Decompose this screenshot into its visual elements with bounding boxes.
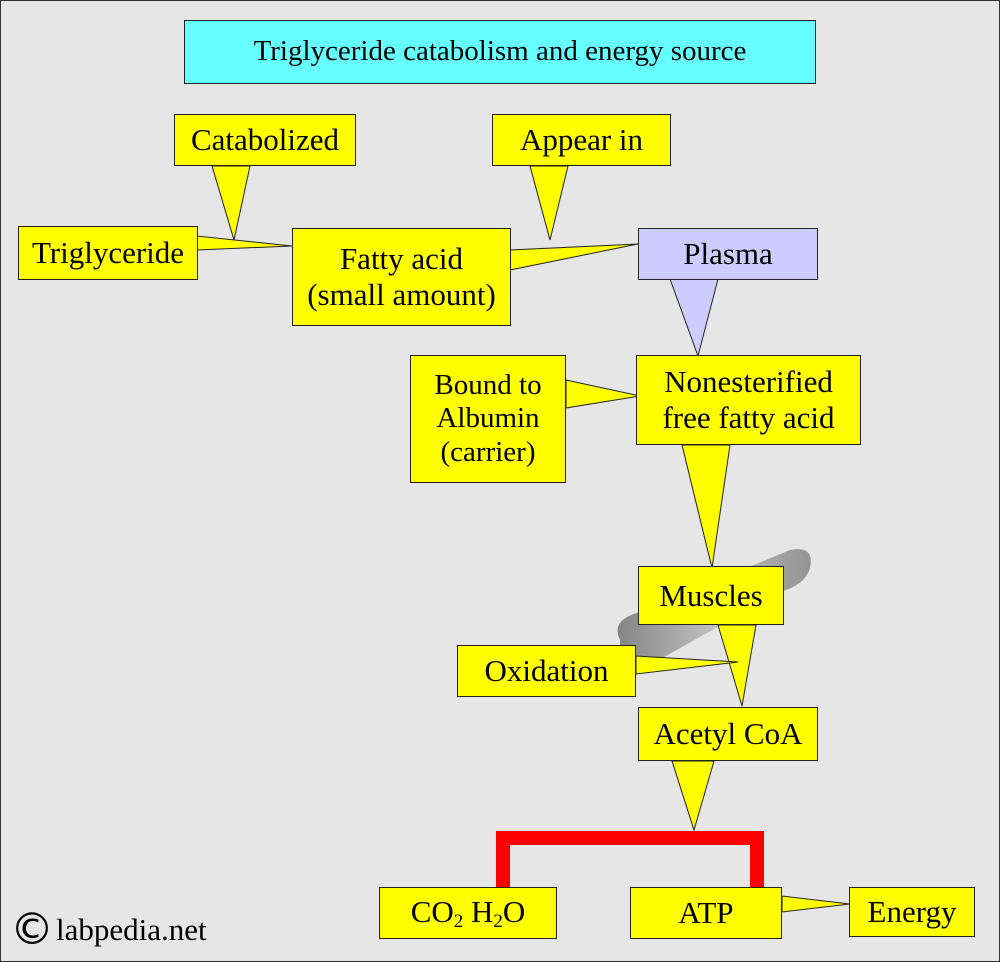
co2-text: CO <box>410 893 454 929</box>
node-fatty-acid: Fatty acid (small amount) <box>292 228 511 326</box>
fatty-acid-callout-tail <box>509 243 639 271</box>
catabolized-label: Catabolized <box>190 122 340 158</box>
co2-h2o-label: CO2 H2O <box>411 894 526 933</box>
plasma-label: Plasma <box>683 236 773 272</box>
triglyceride-callout-tail <box>196 235 293 251</box>
bound-label-line3: (carrier) <box>440 435 536 468</box>
h2o-subscript: 2 <box>493 910 503 932</box>
oxidation-callout-tail <box>635 655 739 675</box>
copyright-icon: © <box>10 904 54 955</box>
node-acetyl-coa: Acetyl CoA <box>638 707 818 761</box>
appear-in-callout-tail <box>529 165 569 241</box>
red-bracket-connector <box>496 831 764 889</box>
diagram-title: Triglyceride catabolism and energy sourc… <box>184 20 816 84</box>
node-co2-h2o: CO2 H2O <box>379 887 557 939</box>
diagram-title-text: Triglyceride catabolism and energy sourc… <box>253 35 747 68</box>
bound-callout-tail <box>565 379 641 409</box>
fatty-acid-label-line1: Fatty acid <box>339 241 464 277</box>
fatty-acid-label-line2: (small amount) <box>307 277 496 312</box>
muscles-label: Muscles <box>659 577 763 613</box>
watermark: © labpedia.net <box>10 908 207 952</box>
node-bound-to-albumin: Bound to Albumin (carrier) <box>410 355 566 483</box>
appear-in-label: Appear in <box>519 122 644 158</box>
h2o-text-h: H <box>471 893 494 929</box>
oxidation-label: Oxidation <box>484 653 609 689</box>
h2o-text-o: O <box>502 893 526 929</box>
plasma-callout-tail <box>669 278 719 358</box>
node-triglyceride: Triglyceride <box>18 226 198 280</box>
node-muscles: Muscles <box>638 566 784 625</box>
acetyl-callout-tail <box>671 760 715 832</box>
node-catabolized: Catabolized <box>174 114 356 166</box>
muscles-callout-tail <box>717 624 757 707</box>
nefa-label-line1: Nonesterified <box>664 364 833 400</box>
atp-label: ATP <box>678 895 734 931</box>
atp-callout-tail <box>781 895 851 913</box>
nefa-callout-tail <box>681 444 731 569</box>
nefa-label-line2: free fatty acid <box>662 400 835 435</box>
node-nonesterified-ffa: Nonesterified free fatty acid <box>636 355 861 445</box>
bound-label-line1: Bound to <box>434 368 542 401</box>
acetyl-coa-label: Acetyl CoA <box>653 716 803 752</box>
bound-label-line2: Albumin <box>436 402 540 435</box>
watermark-text: labpedia.net <box>56 912 207 947</box>
co2-subscript: 2 <box>453 910 464 932</box>
node-plasma: Plasma <box>638 228 818 280</box>
node-appear-in: Appear in <box>492 114 671 166</box>
node-oxidation: Oxidation <box>457 645 636 697</box>
catabolized-callout-tail <box>211 165 251 241</box>
node-energy: Energy <box>849 887 975 937</box>
node-atp: ATP <box>630 887 782 939</box>
triglyceride-label: Triglyceride <box>31 235 185 271</box>
energy-label: Energy <box>867 894 957 930</box>
